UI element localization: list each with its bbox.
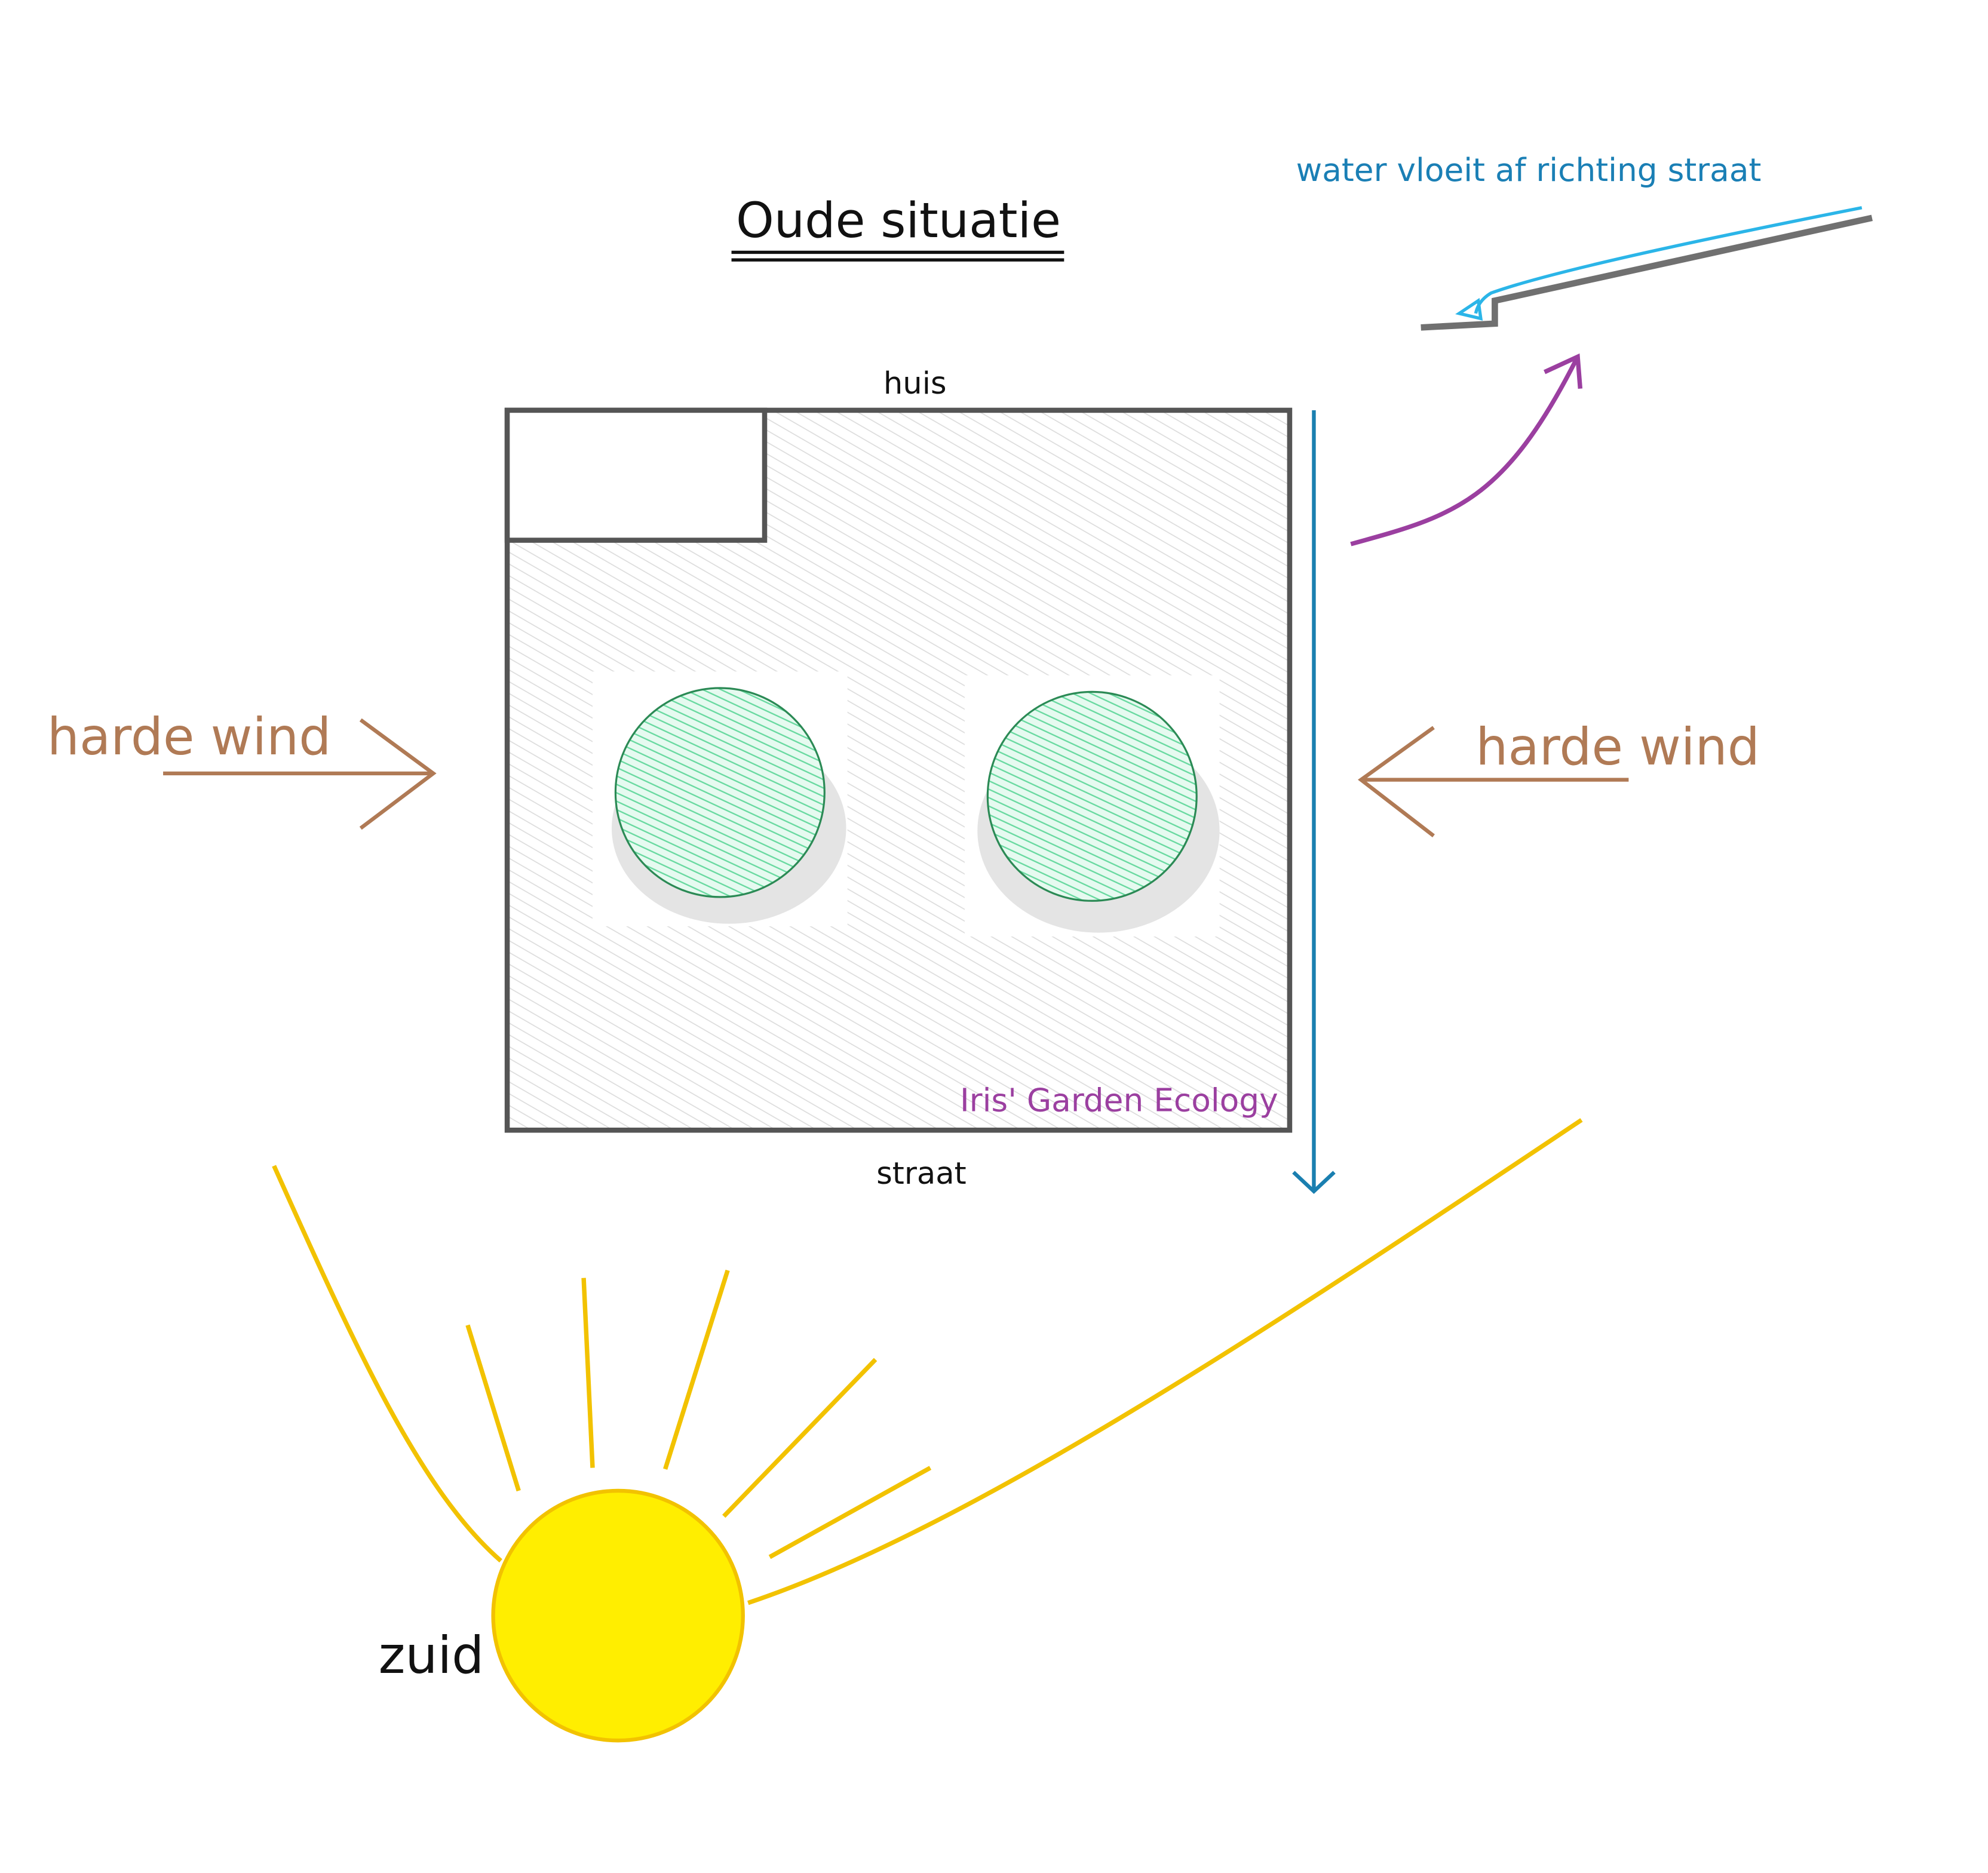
water-arrowhead-icon bbox=[1455, 297, 1483, 321]
water-note: water vloeit af richting straat bbox=[1296, 151, 1762, 189]
wind-label-left: harde wind bbox=[47, 708, 331, 767]
wind-arrowhead-icon bbox=[359, 718, 437, 830]
runoff-arrowhead-icon bbox=[1544, 353, 1583, 389]
slope-arrowhead-icon bbox=[1292, 1171, 1336, 1195]
house-corner-area bbox=[504, 407, 768, 543]
runoff-arrow bbox=[1350, 355, 1580, 546]
wind-arrowhead-icon bbox=[1358, 726, 1435, 837]
sun-icon bbox=[491, 1488, 745, 1743]
street-label: straat bbox=[876, 1156, 967, 1192]
south-label: zuid bbox=[379, 1626, 484, 1685]
slope-profile bbox=[1421, 214, 1873, 331]
page-title: Oude situatie bbox=[736, 193, 1061, 249]
tree-left bbox=[593, 671, 848, 926]
water-flow-arrow bbox=[1474, 206, 1863, 314]
sun-rays bbox=[272, 1118, 1583, 1605]
wind-label-right: harde wind bbox=[1475, 718, 1759, 777]
tree-right bbox=[964, 675, 1220, 936]
credit-label: Iris' Garden Ecology bbox=[960, 1081, 1278, 1119]
house-label: huis bbox=[883, 366, 947, 401]
